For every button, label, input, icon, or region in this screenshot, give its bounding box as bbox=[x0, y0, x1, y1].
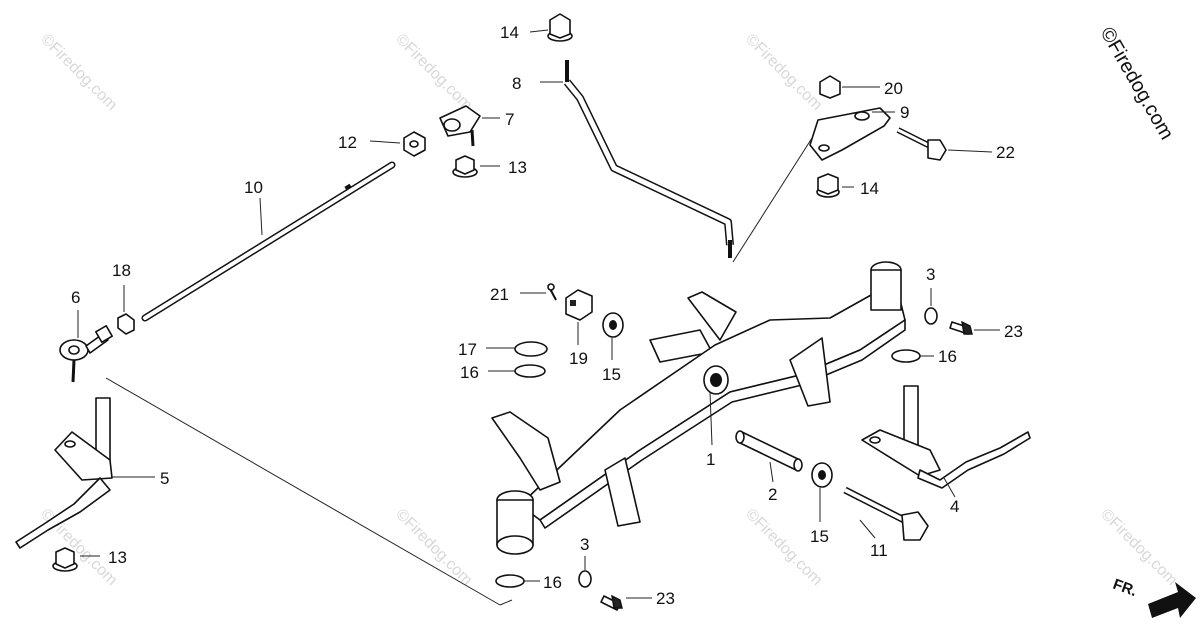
brand-mark: ©Firedog.com bbox=[1096, 24, 1178, 144]
washer-17 bbox=[514, 341, 548, 357]
callout-20: 20 bbox=[884, 79, 903, 98]
callout-17: 17 bbox=[458, 340, 477, 359]
callout-23: 23 bbox=[1004, 322, 1023, 341]
assembly-lines bbox=[105, 137, 813, 606]
callout-10: 10 bbox=[244, 178, 263, 197]
watermark: ©Firedog.com bbox=[392, 506, 475, 589]
callout-labels: 1 2 3 3 4 5 6 7 8 9 10 11 12 13 13 14 14… bbox=[71, 23, 1023, 608]
nut-14-right bbox=[816, 173, 840, 198]
washer-3-bottom bbox=[578, 570, 592, 588]
cotter-pin bbox=[547, 283, 557, 301]
nut-12 bbox=[403, 131, 426, 157]
washer-16-right bbox=[891, 349, 921, 363]
leader-lines bbox=[77, 29, 1000, 599]
callout-6: 6 bbox=[71, 288, 80, 307]
knuckle-left bbox=[15, 397, 113, 549]
callout-19: 19 bbox=[569, 349, 588, 368]
callout-9: 9 bbox=[900, 103, 909, 122]
callout-4: 4 bbox=[950, 497, 959, 516]
callout-22: 22 bbox=[996, 143, 1015, 162]
callout-12: 12 bbox=[338, 133, 357, 152]
pivot-pin bbox=[735, 430, 803, 472]
watermark: ©Firedog.com bbox=[742, 506, 825, 589]
callout-13: 13 bbox=[108, 548, 127, 567]
washer-16-left bbox=[514, 364, 546, 378]
washer-15-top bbox=[602, 312, 624, 338]
callout-13: 13 bbox=[508, 158, 527, 177]
callout-21: 21 bbox=[490, 285, 509, 304]
nut-20 bbox=[819, 75, 841, 99]
drag-link bbox=[563, 60, 734, 258]
callout-14: 14 bbox=[500, 23, 519, 42]
nut-18 bbox=[117, 313, 135, 335]
callout-16: 16 bbox=[543, 573, 562, 592]
callout-1: 1 bbox=[706, 450, 715, 469]
watermark-group: ©Firedog.com ©Firedog.com ©Firedog.com ©… bbox=[37, 31, 1180, 589]
callout-11: 11 bbox=[870, 541, 888, 560]
bolt-11 bbox=[843, 486, 929, 541]
callout-16: 16 bbox=[460, 363, 479, 382]
callout-3: 3 bbox=[580, 535, 589, 554]
bolt-22 bbox=[896, 127, 947, 161]
nut-14-top bbox=[547, 13, 573, 42]
ball-joint-top bbox=[439, 105, 481, 147]
watermark: ©Firedog.com bbox=[37, 31, 120, 114]
grease-fitting-right bbox=[949, 320, 973, 335]
axle-frame bbox=[491, 261, 906, 555]
watermark: ©Firedog.com bbox=[1097, 506, 1180, 589]
flange-nut-13-top bbox=[452, 155, 478, 178]
callout-15: 15 bbox=[810, 527, 829, 546]
castle-nut bbox=[565, 289, 593, 321]
callout-23: 23 bbox=[656, 589, 675, 608]
washer-3-right bbox=[924, 307, 938, 325]
grease-fitting-bottom bbox=[600, 594, 623, 611]
knuckle-right bbox=[861, 385, 1031, 489]
callout-7: 7 bbox=[505, 110, 514, 129]
washer-16-bottom bbox=[495, 574, 525, 588]
callout-8: 8 bbox=[512, 74, 521, 93]
ball-joint-left bbox=[59, 325, 113, 383]
watermark: ©Firedog.com bbox=[392, 31, 475, 114]
callout-5: 5 bbox=[160, 469, 169, 488]
watermark: ©Firedog.com bbox=[742, 31, 825, 114]
front-direction-label: FR. bbox=[1111, 576, 1140, 600]
callout-2: 2 bbox=[768, 485, 777, 504]
steering-arm bbox=[809, 107, 891, 161]
tie-rod bbox=[141, 161, 396, 322]
callout-14: 14 bbox=[860, 179, 879, 198]
front-direction-arrow: FR. bbox=[1111, 576, 1196, 618]
callout-18: 18 bbox=[112, 261, 131, 280]
washer-15-lower bbox=[811, 462, 833, 488]
flange-nut-13-bottom bbox=[52, 547, 78, 572]
callout-3: 3 bbox=[926, 265, 935, 284]
callout-15: 15 bbox=[602, 365, 621, 384]
callout-16: 16 bbox=[938, 347, 957, 366]
